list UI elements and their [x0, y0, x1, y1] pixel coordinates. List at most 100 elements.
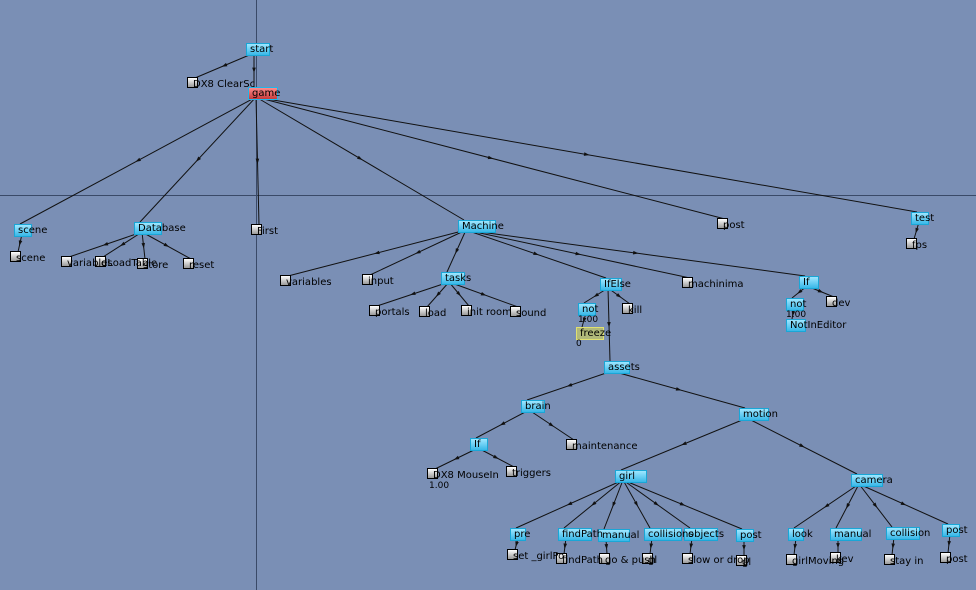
node-machinima[interactable]: machinima	[682, 277, 743, 291]
edge-arrow	[593, 292, 599, 298]
node-fps[interactable]: fps	[906, 238, 927, 252]
node-loadtable[interactable]: dLoadTable	[95, 256, 157, 270]
node-label: variables	[286, 277, 332, 288]
node-kev[interactable]: kev	[830, 552, 854, 566]
node-test[interactable]: test	[911, 212, 934, 225]
behavior-leaf-icon	[786, 554, 797, 565]
node-stayin[interactable]: stay in	[884, 554, 923, 568]
node-if2[interactable]: If	[470, 438, 488, 451]
node-value: 0	[576, 339, 582, 349]
edge-arrow	[410, 291, 416, 295]
edge-arrow	[793, 543, 798, 550]
node-label: findPath	[562, 555, 603, 566]
edge-arrow	[742, 545, 746, 551]
node-label: NotInEditor	[790, 320, 847, 331]
node-label: motion	[743, 409, 779, 420]
node-scene[interactable]: scene	[14, 224, 47, 237]
node-manual2[interactable]: manual	[830, 528, 871, 541]
node-collisions[interactable]: collisions	[644, 528, 694, 541]
node-maintenance[interactable]: maintenance	[566, 439, 638, 453]
node-tasks[interactable]: tasks	[441, 272, 471, 285]
node-push[interactable]: go & push	[599, 553, 656, 567]
node-pre[interactable]: pre	[510, 528, 531, 541]
node-if1[interactable]: If	[799, 276, 819, 289]
node-ifelse[interactable]: IfElse	[600, 278, 631, 291]
node-machine[interactable]: Machine	[458, 220, 504, 233]
node-girlmoving[interactable]: girlMoving	[786, 554, 845, 568]
node-brain[interactable]: brain	[521, 400, 551, 413]
node-label: variables	[67, 258, 113, 269]
node-store[interactable]: store	[137, 258, 168, 272]
edge-arrow	[221, 62, 228, 67]
node-dev[interactable]: dev	[826, 296, 850, 310]
node-dx8clear[interactable]: DX8 ClearSc	[187, 77, 255, 91]
edge-arrow	[915, 227, 919, 234]
node-portals[interactable]: portals	[369, 305, 410, 319]
node-load[interactable]: load	[419, 306, 447, 320]
node-label: init room	[467, 307, 512, 318]
node-label: girlMoving	[792, 556, 845, 567]
node-collision[interactable]: collision	[886, 527, 930, 540]
node-game[interactable]: game	[248, 87, 280, 100]
node-girl[interactable]: girl	[615, 470, 647, 483]
node-scene-leaf[interactable]: scene	[10, 251, 45, 265]
behavior-container-icon	[458, 220, 496, 233]
node-look[interactable]: look	[788, 528, 813, 541]
edge-arrow	[675, 387, 682, 391]
node-label: look	[792, 529, 813, 540]
edge-arrow	[891, 543, 895, 549]
node-setgirl[interactable]: set _girlPo	[507, 549, 564, 563]
node-start[interactable]: start	[246, 43, 274, 56]
edge-arrow	[374, 250, 380, 255]
edge-arrow	[649, 543, 654, 549]
node-label: objects	[688, 529, 725, 540]
node-post3-leaf[interactable]: post	[940, 552, 968, 566]
node-database[interactable]: Database	[134, 222, 186, 235]
behavior-container-icon	[886, 527, 920, 540]
behavior-leaf-icon	[61, 256, 72, 267]
behavior-leaf-icon	[95, 256, 106, 267]
node-label: post	[723, 220, 745, 231]
node-kill[interactable]: kill	[622, 303, 642, 317]
node-label: start	[250, 44, 274, 55]
node-first[interactable]: First	[251, 224, 278, 238]
node-findpath[interactable]: findPath	[558, 528, 603, 541]
node-findpath-leaf[interactable]: findPath	[556, 553, 603, 567]
node-notineditor[interactable]: NotInEditor	[786, 319, 847, 332]
node-input[interactable]: input	[362, 274, 394, 288]
behavior-container-icon	[851, 474, 883, 487]
behavior-container-icon	[736, 529, 754, 542]
node-motion[interactable]: motion	[739, 408, 779, 421]
behavior-container-icon	[246, 43, 270, 56]
node-label: pre	[514, 529, 531, 540]
node-post1[interactable]: post	[717, 218, 745, 232]
node-variables1[interactable]: variables	[61, 256, 113, 270]
behavior-leaf-icon	[556, 553, 567, 564]
behavior-leaf-icon	[736, 555, 747, 566]
node-triggers[interactable]: triggers	[506, 466, 551, 480]
node-post2[interactable]: post	[736, 529, 762, 542]
node-variables2[interactable]: variables	[280, 275, 332, 289]
node-objects[interactable]: objects	[684, 528, 725, 541]
node-reset[interactable]: reset	[183, 258, 214, 272]
node-post2-leaf[interactable]: gl	[736, 555, 751, 569]
behavior-container-icon	[604, 361, 630, 374]
edge-arrow	[591, 501, 597, 506]
node-coll-leaf[interactable]: gl	[642, 553, 657, 567]
node-label: load	[425, 308, 447, 319]
node-slowdrop[interactable]: slow or drop	[682, 553, 750, 567]
edge-arrow	[583, 152, 590, 156]
node-manual1[interactable]: manual	[598, 529, 639, 542]
node-camera[interactable]: camera	[851, 474, 893, 487]
node-sound[interactable]: sound	[510, 306, 546, 320]
node-post3[interactable]: post	[942, 524, 968, 537]
edge-arrow	[872, 502, 878, 508]
node-assets[interactable]: assets	[604, 361, 640, 374]
node-initroom[interactable]: init room	[461, 305, 512, 319]
node-value: 1.00	[578, 315, 599, 325]
